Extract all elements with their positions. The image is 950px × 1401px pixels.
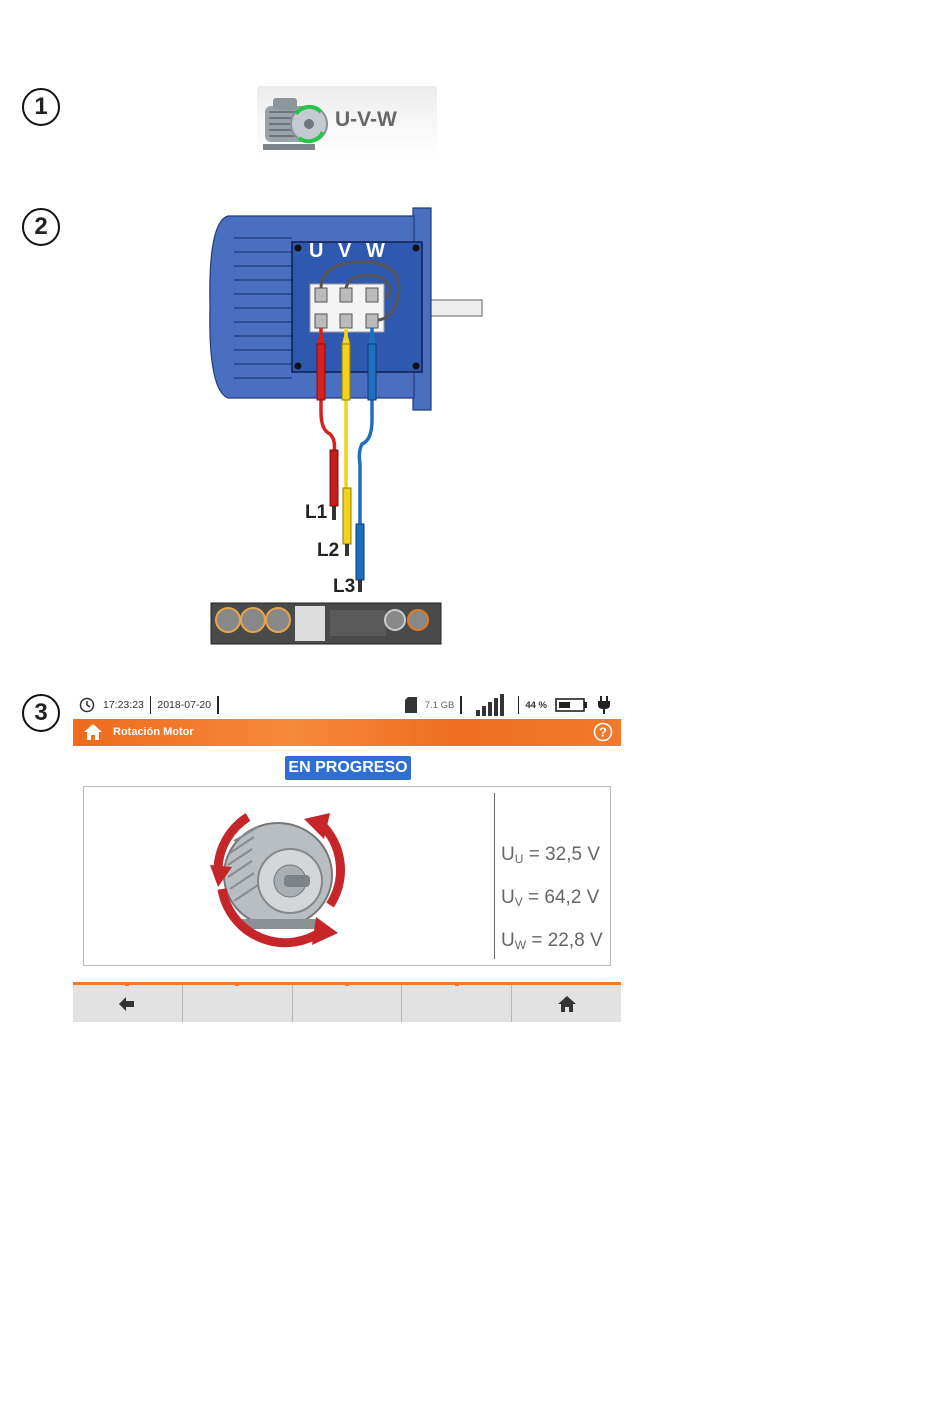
soft-key-2[interactable] xyxy=(183,985,293,1022)
motor-icon xyxy=(259,88,335,158)
home-icon xyxy=(558,996,576,1012)
lead-l2 xyxy=(342,328,351,556)
back-button[interactable] xyxy=(73,985,183,1022)
voltage-reading-u: UU = 32,5 V xyxy=(501,844,600,866)
sd-card-icon xyxy=(405,697,417,713)
lead-label-l3: L3 xyxy=(333,576,355,598)
battery-icon xyxy=(555,698,589,712)
title-bar: Rotación Motor ? xyxy=(73,719,621,746)
status-battery-percent: 44 % xyxy=(525,700,547,711)
voltage-reading-v: UV = 64,2 V xyxy=(501,887,599,909)
status-date: 2018-07-20 xyxy=(157,699,211,711)
lead-label-l1: L1 xyxy=(305,502,327,524)
terminal-label-w: W xyxy=(366,240,385,263)
terminal-label-u: U xyxy=(309,240,323,263)
step-number-2: 2 xyxy=(22,208,60,246)
measurement-panel: UU = 32,5 V UV = 64,2 V UW = 22,8 V xyxy=(83,786,611,966)
voltage-reading-w: UW = 22,8 V xyxy=(501,930,603,952)
soft-key-bar xyxy=(73,982,621,1022)
meter-socket-panel xyxy=(211,603,441,644)
status-bar: 17:23:23 2018-07-20 7.1 GB 44 % xyxy=(73,690,621,720)
motor-shaft xyxy=(430,300,482,316)
terminal-label-v: V xyxy=(338,240,351,263)
help-icon[interactable]: ? xyxy=(593,722,613,742)
home-button[interactable] xyxy=(512,985,621,1022)
screen-title: Rotación Motor xyxy=(113,726,194,738)
back-arrow-icon xyxy=(119,997,135,1011)
step-number-1: 1 xyxy=(22,88,60,126)
device-screen: 17:23:23 2018-07-20 7.1 GB 44 % xyxy=(73,690,621,1022)
soft-key-4[interactable] xyxy=(402,985,512,1022)
status-time: 17:23:23 xyxy=(103,699,144,711)
uvw-function-tile[interactable]: U-V-W xyxy=(257,86,437,158)
svg-text:?: ? xyxy=(599,725,607,740)
lead-label-l2: L2 xyxy=(317,540,339,562)
home-icon[interactable] xyxy=(83,723,103,741)
status-storage: 7.1 GB xyxy=(425,700,455,711)
signal-icon xyxy=(476,694,510,716)
clock-icon xyxy=(79,697,95,713)
status-badge: EN PROGRESO xyxy=(285,756,411,780)
step-number-3: 3 xyxy=(22,694,60,732)
uvw-tile-label: U-V-W xyxy=(335,108,397,132)
plug-icon xyxy=(597,696,611,714)
motor-rotation-icon xyxy=(208,801,368,951)
soft-key-3[interactable] xyxy=(293,985,403,1022)
